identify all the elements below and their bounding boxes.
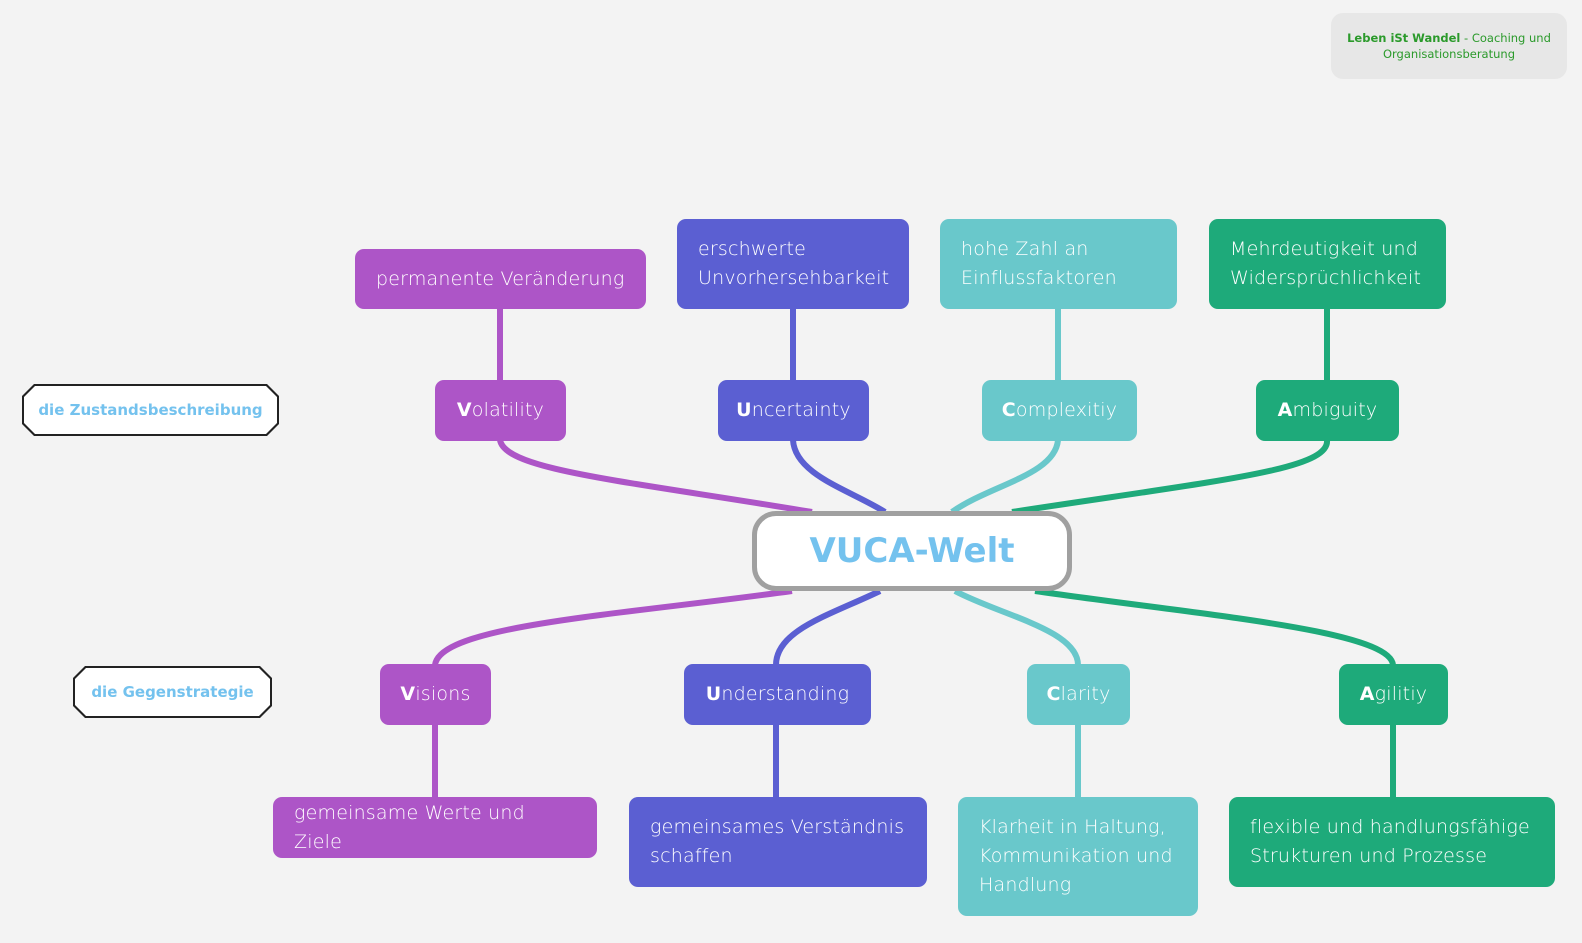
description-line: gemeinsames Verständnis xyxy=(650,816,905,838)
brand-note: Leben iSt Wandel - Coaching und Organisa… xyxy=(1331,13,1567,79)
row-label-strategy-text: die Gegenstrategie xyxy=(75,668,270,716)
row-label-state[interactable]: die Zustandsbeschreibung xyxy=(22,384,279,436)
description-line: gemeinsame Werte und Ziele xyxy=(294,801,525,853)
description-understanding[interactable]: gemeinsames Verständnis schaffen xyxy=(629,797,927,887)
node-rest: larity xyxy=(1060,683,1111,705)
description-line: Mehrdeutigkeit und xyxy=(1230,238,1419,260)
node-initial: V xyxy=(456,399,472,421)
description-ambiguity[interactable]: Mehrdeutigkeit und Widersprüchlichkeit xyxy=(1209,219,1446,309)
node-rest: mbiguity xyxy=(1292,399,1378,421)
description-line: flexible und handlungsfähige xyxy=(1250,816,1530,838)
description-line: Einflussfaktoren xyxy=(961,267,1117,289)
description-volatility[interactable]: permanente Veränderung xyxy=(355,249,646,309)
description-line: Kommunikation und xyxy=(979,845,1173,867)
node-rest: omplexitiy xyxy=(1015,399,1118,421)
node-rest: nderstanding xyxy=(721,683,850,705)
node-initial: U xyxy=(705,683,722,705)
description-line: permanente Veränderung xyxy=(376,267,625,290)
description-line: Unvorhersehbarkeit xyxy=(698,267,890,289)
node-initial: A xyxy=(1277,399,1293,421)
node-initial: V xyxy=(400,683,416,705)
description-uncertainty[interactable]: erschwerte Unvorhersehbarkeit xyxy=(677,219,909,309)
connector-volatility-center xyxy=(497,439,813,515)
description-line: Widersprüchlichkeit xyxy=(1230,267,1422,289)
description-line: Handlung xyxy=(979,874,1072,896)
connector-agility-center xyxy=(1034,588,1396,666)
description-agility[interactable]: flexible und handlungsfähige Strukturen … xyxy=(1229,797,1555,887)
node-rest: ncertainty xyxy=(751,399,851,421)
description-line: Strukturen und Prozesse xyxy=(1250,845,1488,867)
node-rest: gilitiy xyxy=(1374,683,1428,705)
row-label-state-text: die Zustandsbeschreibung xyxy=(24,386,277,434)
connector-complexity-center xyxy=(950,439,1061,515)
connector-clarity-center xyxy=(953,588,1081,666)
node-rest: isions xyxy=(415,683,471,705)
description-complexity[interactable]: hohe Zahl an Einflussfaktoren xyxy=(940,219,1177,309)
brand-line-1: Leben iSt Wandel - Coaching und xyxy=(1347,30,1551,46)
brand-separator: - xyxy=(1460,31,1472,45)
description-line: Klarheit in Haltung, xyxy=(979,816,1166,838)
row-label-strategy[interactable]: die Gegenstrategie xyxy=(73,666,272,718)
description-line: erschwerte xyxy=(698,238,807,260)
node-rest: olatility xyxy=(471,399,545,421)
node-initial: C xyxy=(1001,399,1016,421)
description-line: hohe Zahl an xyxy=(961,238,1089,260)
node-initial: U xyxy=(736,399,752,421)
brand-line1-rest: Coaching und xyxy=(1471,31,1551,45)
connector-understanding-center xyxy=(773,588,882,666)
connector-uncertainty-center xyxy=(790,439,887,515)
brand-line-2: Organisationsberatung xyxy=(1382,47,1515,61)
node-initial: C xyxy=(1046,683,1061,705)
brand-name: Leben iSt Wandel xyxy=(1347,31,1461,45)
center-node[interactable]: VUCA-Welt xyxy=(752,511,1072,591)
connector-visions-center xyxy=(432,588,793,666)
description-line: schaffen xyxy=(650,845,733,867)
description-clarity[interactable]: Klarheit in Haltung, Kommunikation und H… xyxy=(958,797,1198,916)
node-initial: A xyxy=(1359,683,1375,705)
connector-ambiguity-center xyxy=(1011,439,1330,515)
description-visions[interactable]: gemeinsame Werte und Ziele xyxy=(273,797,597,858)
